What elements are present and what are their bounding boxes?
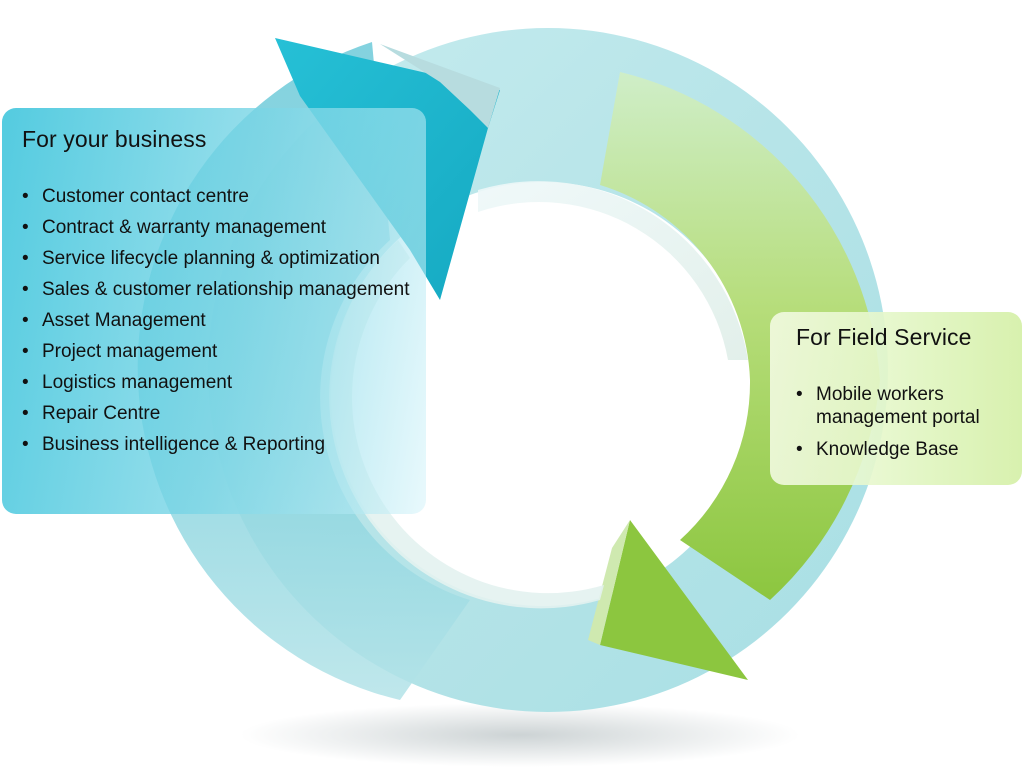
business-features-list: Customer contact centre Contract & warra… [22,185,426,456]
field-service-panel: For Field Service Mobile workers managem… [770,312,1022,485]
list-item: Sales & customer relationship management [22,278,426,301]
list-item: Repair Centre [22,402,426,425]
field-service-panel-title: For Field Service [796,324,972,350]
list-item: Customer contact centre [22,185,426,208]
ring-shadow [240,703,800,767]
list-item: Contract & warranty management [22,216,426,239]
cyan-arrow-shade [380,44,500,128]
green-arrowhead-shade [588,520,630,645]
list-item: Knowledge Base [796,438,1022,461]
list-item: Asset Management [22,309,426,332]
green-arrowhead [600,520,748,680]
list-item: Service lifecycle planning & optimizatio… [22,247,426,270]
inner-ring-bevel [478,181,748,360]
list-item: Logistics management [22,371,426,394]
list-item: Business intelligence & Reporting [22,433,426,456]
business-panel-title: For your business [22,126,207,152]
business-features-panel: For your business Customer contact centr… [2,108,426,514]
list-item: Mobile workers management portal [796,383,1006,429]
field-service-features-list: Mobile workers management portal Knowled… [796,383,1022,461]
list-item: Project management [22,340,426,363]
